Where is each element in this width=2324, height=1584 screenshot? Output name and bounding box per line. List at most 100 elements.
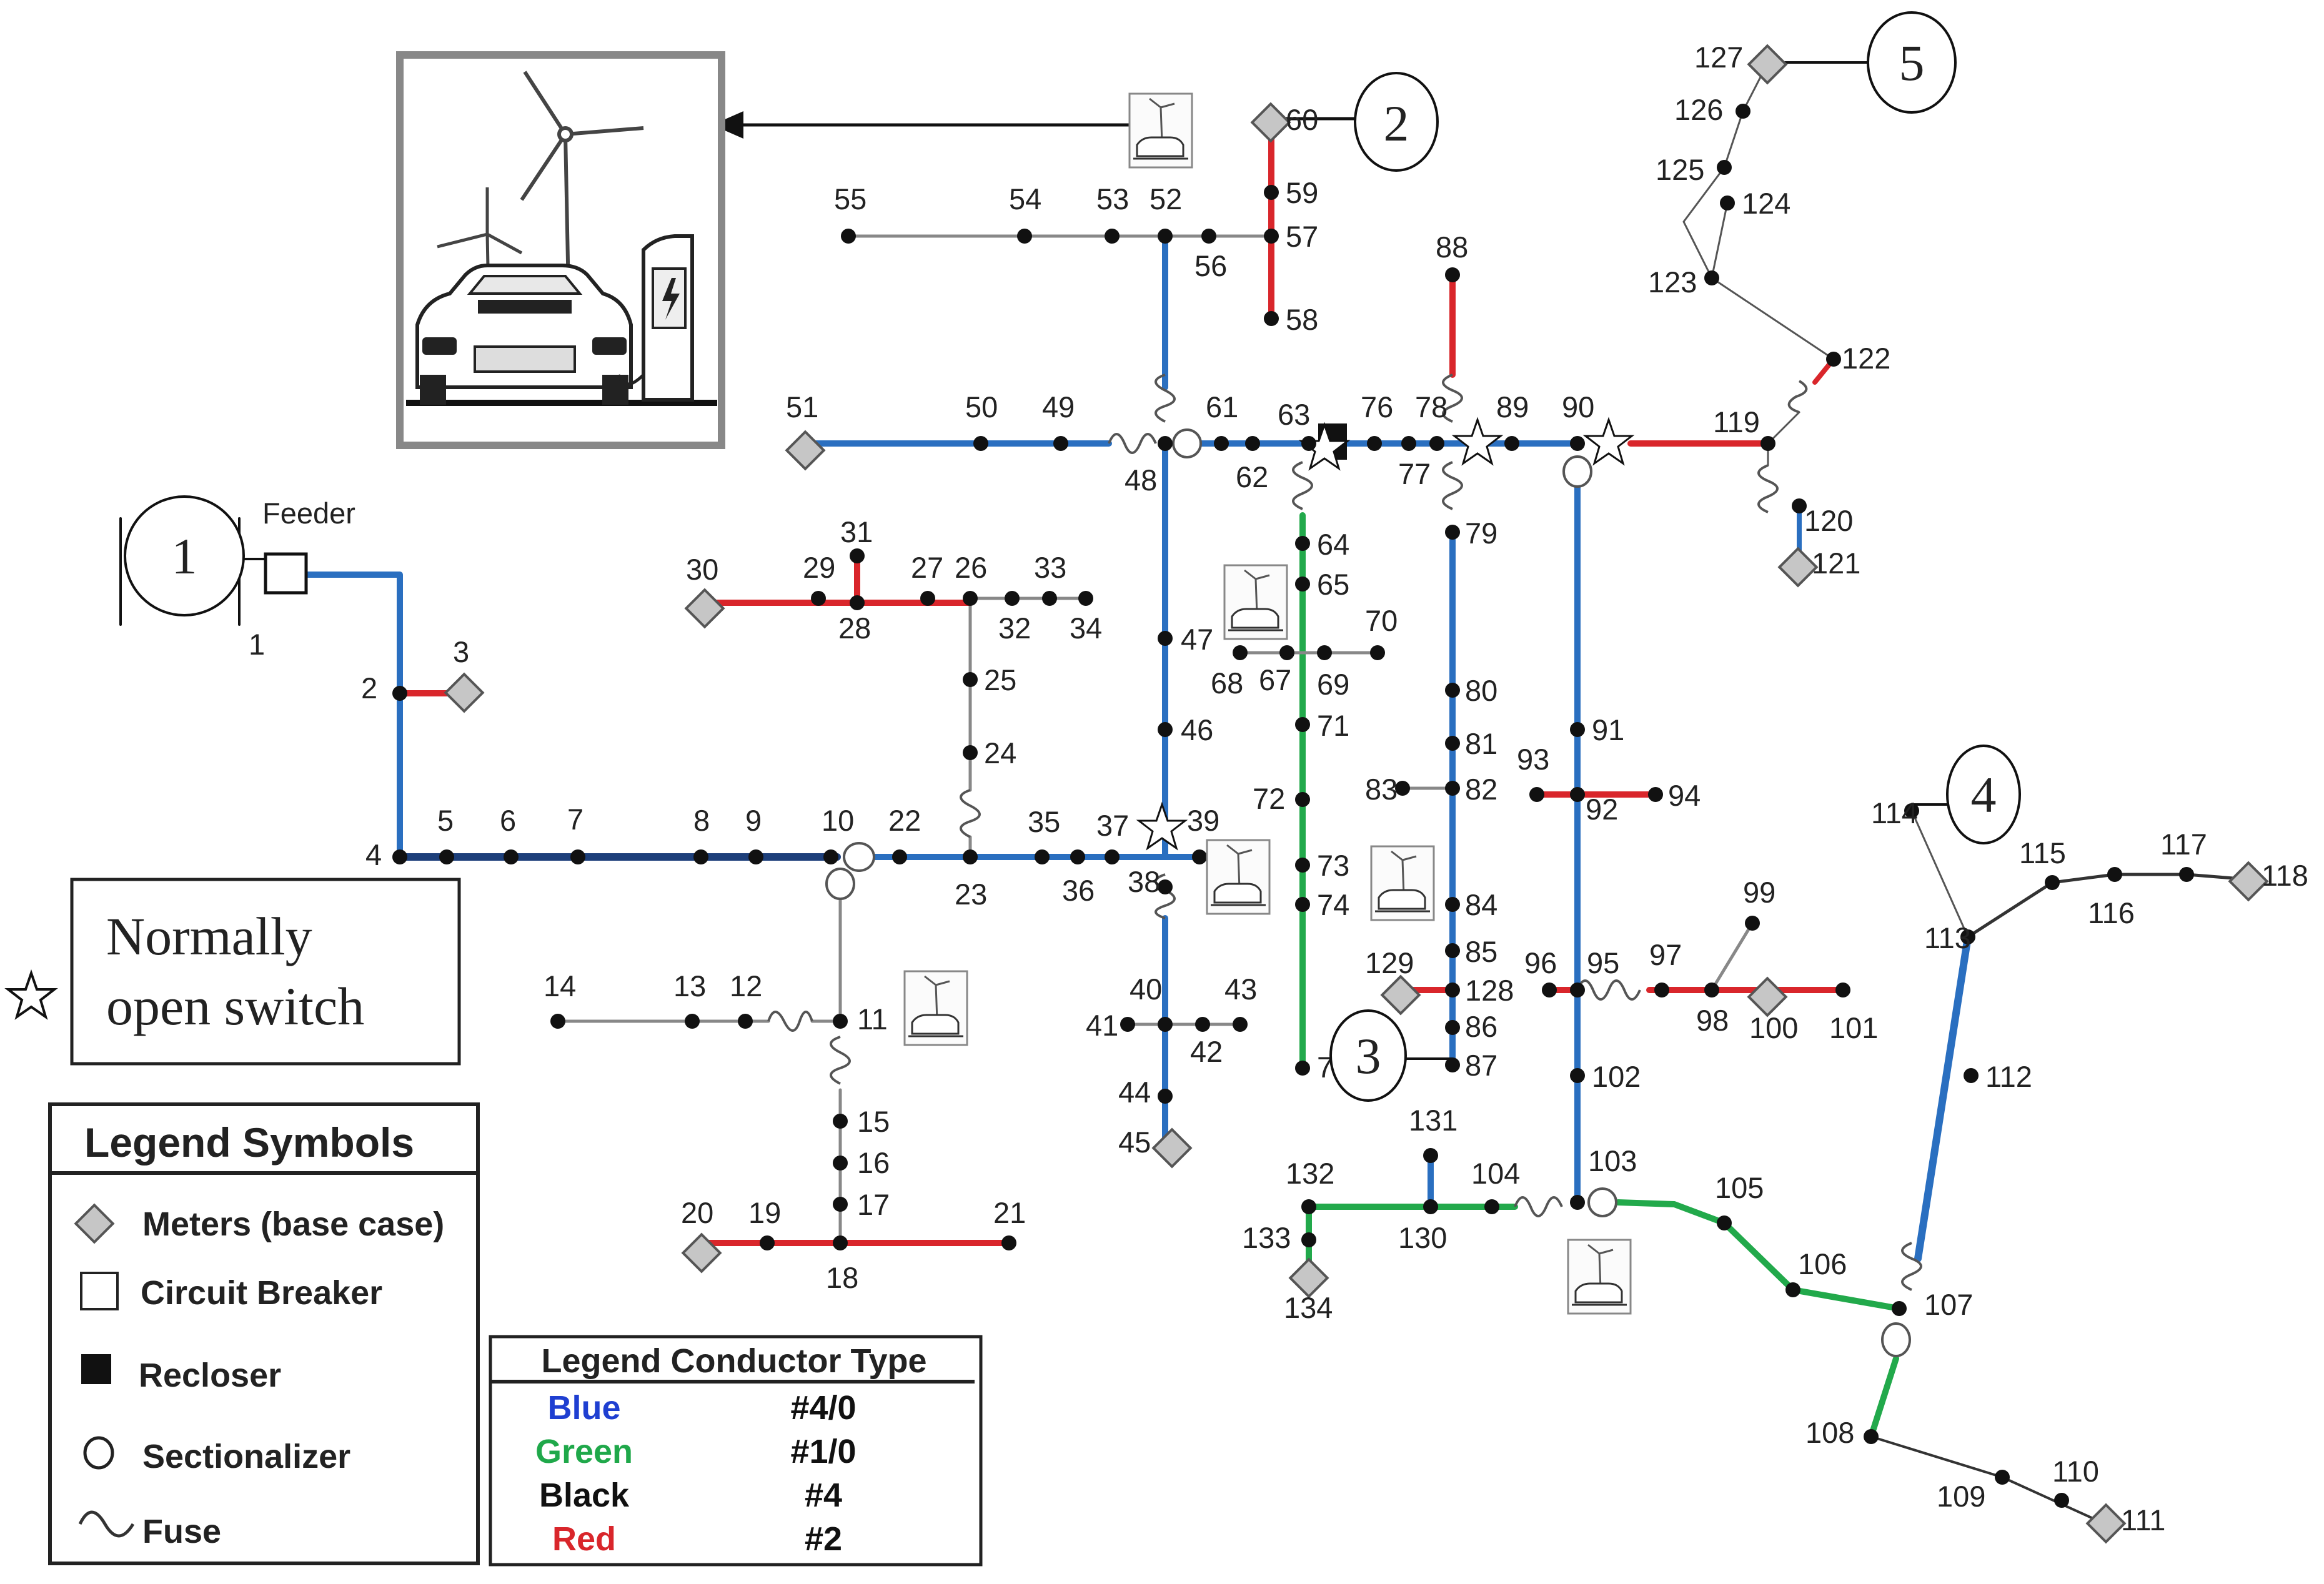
node-label-98: 98 — [1696, 1004, 1729, 1037]
bus-node-55 — [841, 229, 856, 244]
fuse-95-97 — [1576, 979, 1641, 1001]
fuse-104-103 — [1514, 1196, 1563, 1217]
node-label-76: 76 — [1361, 390, 1393, 423]
bus-node-105 — [1717, 1215, 1732, 1230]
node-label-15: 15 — [857, 1105, 890, 1138]
meter-60 — [1250, 102, 1291, 143]
conductor-color-blue: Blue — [547, 1389, 620, 1427]
node-label-44: 44 — [1118, 1076, 1151, 1109]
meter-51 — [785, 430, 826, 471]
node-label-95: 95 — [1587, 946, 1619, 979]
callout-circle-4 — [1946, 745, 2021, 844]
node-label-118: 118 — [2262, 859, 2308, 892]
legend-recloser: Recloser — [139, 1357, 281, 1394]
legend-symbols-title: Legend Symbols — [84, 1119, 414, 1166]
node-label-9: 9 — [745, 804, 762, 837]
no-switch-star-90 — [1582, 417, 1635, 466]
node-label-46: 46 — [1181, 713, 1213, 746]
node-label-88: 88 — [1436, 230, 1468, 264]
electric-car-icon — [415, 264, 633, 405]
node-label-33: 33 — [1034, 551, 1066, 584]
bus-node-25 — [963, 672, 978, 687]
node-label-89: 89 — [1496, 390, 1529, 423]
fuse-62-64 — [1292, 461, 1313, 510]
fuse-legend-icon — [78, 1510, 135, 1538]
bus-node-16 — [833, 1156, 848, 1171]
ev-charging-icon — [1206, 839, 1271, 915]
meter-30 — [684, 588, 725, 629]
node-label-25: 25 — [984, 663, 1016, 696]
fuse-group — [767, 374, 1922, 1291]
bus-node-32 — [1005, 591, 1020, 606]
bus-node-24 — [963, 745, 978, 760]
bus-node-96 — [1542, 983, 1557, 997]
bus-node-123 — [1704, 270, 1719, 285]
bus-node-78 — [1429, 436, 1444, 451]
node-label-112: 112 — [1985, 1060, 2032, 1093]
callout-label-4: 4 — [1971, 766, 1997, 823]
node-label-31: 31 — [840, 515, 873, 548]
sectionalizer-107 — [1881, 1322, 1911, 1357]
bus-node-74 — [1295, 897, 1310, 912]
bus-node-48 — [1158, 436, 1173, 451]
node-label-70: 70 — [1365, 604, 1398, 637]
node-label-99: 99 — [1743, 876, 1775, 909]
line-122-127 — [1682, 61, 1835, 360]
bus-node-95 — [1570, 983, 1585, 997]
node-label-80: 80 — [1465, 674, 1497, 707]
ev-charging-icon — [1128, 92, 1193, 169]
ev-charging-icon — [1370, 845, 1435, 921]
node-label-53: 53 — [1096, 182, 1129, 215]
node-label-128: 128 — [1465, 974, 1514, 1007]
fuse-78-88 — [1442, 374, 1463, 423]
sectionalizer-10a — [843, 842, 875, 872]
node-label-6: 6 — [500, 804, 516, 837]
bus-node-107 — [1892, 1301, 1907, 1316]
conductor-size-red: #2 — [805, 1520, 842, 1558]
bus-node-62 — [1245, 436, 1260, 451]
node-label-86: 86 — [1465, 1010, 1497, 1043]
bus-node-41 — [1120, 1017, 1135, 1032]
bus-node-103 — [1570, 1195, 1585, 1210]
bus-node-71 — [1295, 717, 1310, 732]
bus-node-91 — [1570, 722, 1585, 737]
node-label-41: 41 — [1086, 1009, 1118, 1042]
bus-node-9 — [748, 849, 763, 864]
node-label-36: 36 — [1062, 874, 1095, 907]
bus-node-31 — [850, 548, 865, 563]
bus-node-106 — [1785, 1282, 1800, 1297]
bus-node-38 — [1158, 879, 1173, 894]
bus-node-109 — [1995, 1470, 2010, 1485]
bus-node-34 — [1078, 591, 1093, 606]
bus-node-44 — [1158, 1089, 1173, 1104]
bus-node-125 — [1717, 160, 1732, 175]
fuse-48-52 — [1155, 374, 1176, 423]
normally-open-switch-line1: Normally — [106, 906, 312, 966]
node-label-57: 57 — [1286, 220, 1318, 253]
bus-node-36 — [1070, 849, 1085, 864]
bus-node-18 — [833, 1235, 848, 1250]
bus-node-57 — [1264, 229, 1279, 244]
meter-111 — [2085, 1503, 2127, 1544]
charging-station-icon — [617, 234, 694, 402]
node-label-59: 59 — [1286, 176, 1318, 209]
bus-node-46 — [1158, 722, 1173, 737]
bus-node-77 — [1401, 436, 1416, 451]
node-label-126: 126 — [1674, 93, 1723, 126]
no-switch-star-39 — [1136, 801, 1188, 851]
bus-node-97 — [1654, 983, 1669, 997]
node-label-7: 7 — [567, 803, 583, 836]
node-label-14: 14 — [544, 969, 576, 1002]
bus-node-110 — [2054, 1493, 2069, 1508]
node-label-35: 35 — [1028, 805, 1060, 838]
ev-arrow-head — [712, 111, 743, 139]
node-label-83: 83 — [1365, 773, 1398, 806]
bus-node-58 — [1264, 311, 1279, 326]
bus-node-7 — [570, 849, 585, 864]
bus-node-133 — [1301, 1232, 1316, 1247]
node-label-43: 43 — [1224, 973, 1257, 1006]
recloser-legend-icon — [81, 1354, 111, 1384]
bus-node-33 — [1042, 591, 1057, 606]
bus-node-81 — [1445, 736, 1460, 751]
